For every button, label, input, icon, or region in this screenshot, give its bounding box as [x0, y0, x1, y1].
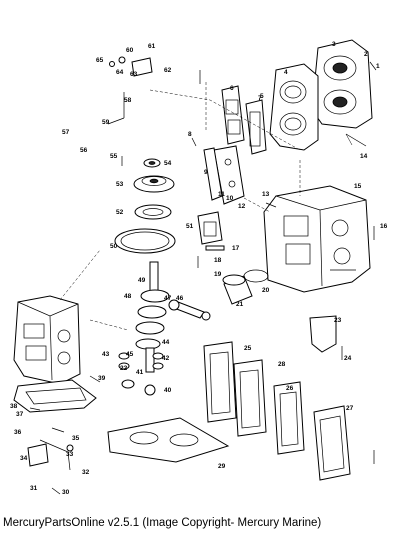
callout-48: 48 — [124, 293, 132, 300]
callout-25: 25 — [244, 345, 252, 352]
ring-gear — [114, 228, 176, 254]
callout-46: 46 — [176, 295, 184, 302]
callout-44: 44 — [162, 339, 170, 346]
callout-33: 33 — [66, 451, 74, 458]
callout-55: 55 — [110, 153, 118, 160]
intake-gasket — [203, 341, 237, 423]
callout-52: 52 — [116, 209, 124, 216]
callout-11: 11 — [218, 191, 225, 198]
piston-pin — [205, 245, 225, 251]
exhaust-cover — [221, 85, 245, 145]
callout-5: 5 — [260, 93, 264, 100]
callout-7: 7 — [258, 95, 262, 102]
callout-43: 43 — [102, 351, 110, 358]
ignition-coil — [197, 211, 223, 245]
callout-51: 51 — [186, 223, 194, 230]
crankshaft — [135, 261, 170, 373]
cylinder-block — [263, 185, 371, 293]
reed-block — [203, 147, 223, 201]
callout-54: 54 — [164, 160, 172, 167]
callout-35: 35 — [72, 435, 80, 442]
callout-3: 3 — [332, 41, 336, 48]
flywheel-nut — [143, 158, 161, 168]
exhaust-plate — [273, 381, 305, 455]
callout-56: 56 — [80, 147, 88, 154]
callout-15: 15 — [354, 183, 362, 190]
callout-37: 37 — [16, 411, 24, 418]
callout-57: 57 — [62, 129, 70, 136]
callout-27: 27 — [346, 405, 354, 412]
callout-23: 23 — [334, 317, 342, 324]
callout-49: 49 — [138, 277, 146, 284]
callout-36: 36 — [14, 429, 22, 436]
callout-53: 53 — [116, 181, 124, 188]
callout-12: 12 — [238, 203, 246, 210]
callout-10: 10 — [226, 195, 234, 202]
callout-32: 32 — [82, 469, 90, 476]
crankcase-gasket — [13, 379, 97, 413]
connecting-rod — [168, 299, 211, 321]
callout-47: 47 — [164, 295, 172, 302]
thermostat-linkage — [107, 56, 153, 125]
callout-63: 63 — [130, 71, 138, 78]
fuel-pump-linkage — [27, 439, 74, 471]
callout-21: 21 — [236, 301, 244, 308]
transfer-port-cover — [245, 99, 267, 155]
callout-8: 8 — [188, 131, 192, 138]
callout-50: 50 — [110, 243, 118, 250]
piston — [222, 274, 253, 305]
callout-13: 13 — [262, 191, 270, 198]
stator-plate — [134, 204, 172, 220]
callout-34: 34 — [20, 455, 28, 462]
callout-41: 41 — [136, 369, 144, 376]
exploded-parts-diagram: 1 2 3 4 5 6 7 8 9 10 11 12 13 14 15 16 1… — [10, 39, 388, 496]
callout-62: 62 — [164, 67, 172, 74]
callout-4: 4 — [284, 69, 288, 76]
callout-2: 2 — [364, 51, 368, 58]
callout-61: 61 — [148, 43, 156, 50]
copyright-caption: MercuryPartsOnline v2.5.1 (Image Copyrig… — [3, 517, 322, 529]
flywheel — [133, 175, 175, 193]
callout-64: 64 — [116, 69, 124, 76]
exhaust-gasket — [313, 405, 351, 481]
callout-31: 31 — [30, 485, 38, 492]
callout-45: 45 — [126, 351, 134, 358]
callout-39: 39 — [98, 375, 106, 382]
callout-1: 1 — [376, 63, 380, 70]
callout-29: 29 — [218, 463, 226, 470]
callout-30: 30 — [62, 489, 70, 496]
leader-lines — [59, 82, 353, 331]
cylinder-head-cover — [311, 39, 373, 129]
bypass-cover — [309, 315, 337, 353]
intake-plate — [233, 359, 267, 437]
callout-19: 19 — [214, 271, 222, 278]
callout-28: 28 — [278, 361, 286, 368]
callout-24: 24 — [344, 355, 352, 362]
bearing-cages — [118, 352, 164, 396]
callout-59: 59 — [102, 119, 110, 126]
crankcase — [13, 295, 81, 385]
piston-ring — [243, 269, 269, 283]
callout-labels: 1 2 3 4 5 6 7 8 9 10 11 12 13 14 15 16 1… — [10, 41, 388, 496]
callout-58: 58 — [124, 97, 132, 104]
callout-6: 6 — [230, 85, 234, 92]
callout-42: 42 — [162, 355, 170, 362]
callout-60: 60 — [126, 47, 134, 54]
bolts — [29, 61, 377, 495]
reed-plate — [213, 145, 245, 205]
callout-16: 16 — [380, 223, 388, 230]
callout-18: 18 — [214, 257, 222, 264]
base-gasket — [107, 417, 230, 463]
callout-9: 9 — [204, 169, 208, 176]
callout-65: 65 — [96, 57, 104, 64]
callout-40: 40 — [164, 387, 172, 394]
callout-17: 17 — [232, 245, 240, 252]
callout-38: 38 — [10, 403, 18, 410]
callout-22: 22 — [120, 365, 128, 372]
callout-14: 14 — [360, 153, 368, 160]
cylinder-head-gasket — [269, 63, 319, 151]
callout-20: 20 — [262, 287, 270, 294]
callout-26: 26 — [286, 385, 294, 392]
